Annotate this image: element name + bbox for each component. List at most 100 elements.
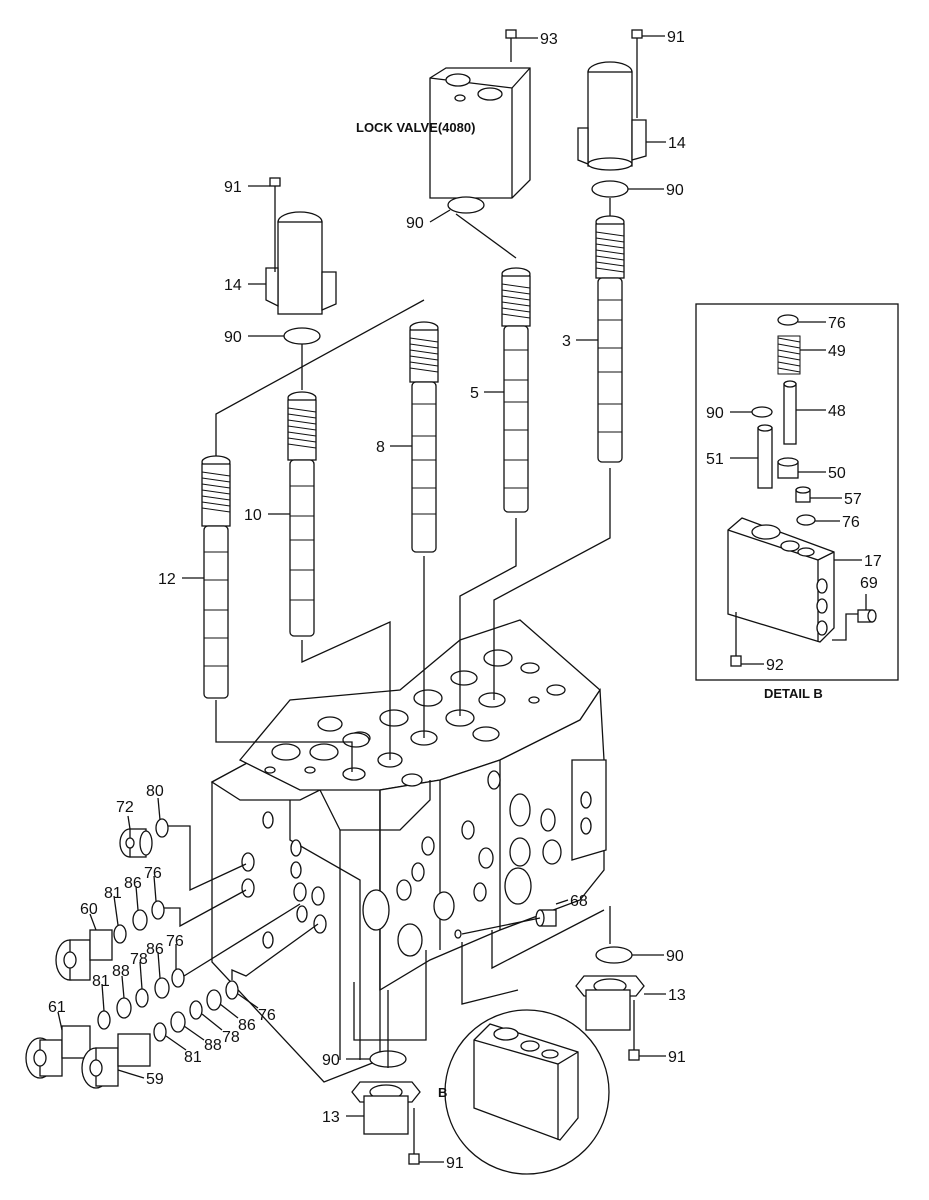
seat-50 bbox=[777, 457, 799, 479]
part-label-17: 17 bbox=[864, 553, 882, 570]
part-label-49: 49 bbox=[828, 343, 846, 360]
o-ring-88-a bbox=[116, 997, 132, 1019]
part-label-90: 90 bbox=[224, 329, 242, 346]
part-label-76: 76 bbox=[258, 1007, 276, 1024]
lock-valve-block bbox=[429, 67, 531, 199]
pilot-cap-14-upper bbox=[577, 61, 647, 171]
part-label-61: 61 bbox=[48, 999, 66, 1016]
spool-12 bbox=[201, 455, 231, 699]
part-label-90: 90 bbox=[706, 405, 724, 422]
o-ring-81-a bbox=[113, 924, 127, 944]
pin-51 bbox=[757, 424, 773, 489]
lock-valve-label: LOCK VALVE(4080) bbox=[356, 120, 475, 135]
part-label-57: 57 bbox=[844, 491, 862, 508]
o-ring-81-b bbox=[97, 1010, 111, 1030]
o-ring-81-c bbox=[153, 1022, 167, 1042]
part-label-93: 93 bbox=[540, 31, 558, 48]
part-label-59: 59 bbox=[146, 1071, 164, 1088]
part-label-69: 69 bbox=[860, 575, 878, 592]
bolt-91-right bbox=[628, 1000, 640, 1061]
part-label-8: 8 bbox=[376, 439, 385, 456]
part-label-90: 90 bbox=[406, 215, 424, 232]
spool-8 bbox=[409, 321, 439, 553]
bolt-92 bbox=[730, 612, 742, 667]
part-label-68: 68 bbox=[570, 893, 588, 910]
block-17 bbox=[727, 517, 835, 643]
o-ring-78-a bbox=[135, 988, 149, 1008]
o-ring-76-c bbox=[151, 900, 165, 920]
part-label-76: 76 bbox=[144, 865, 162, 882]
part-label-76: 76 bbox=[842, 514, 860, 531]
part-label-13: 13 bbox=[322, 1109, 340, 1126]
bolt-91-upper bbox=[631, 29, 643, 118]
part-label-13: 13 bbox=[668, 987, 686, 1004]
part-label-12: 12 bbox=[158, 571, 176, 588]
o-ring-78-b bbox=[189, 1000, 203, 1020]
part-label-78: 78 bbox=[222, 1029, 240, 1046]
detail-b-box bbox=[695, 303, 899, 681]
part-label-81: 81 bbox=[92, 973, 110, 990]
part-label-14: 14 bbox=[224, 277, 242, 294]
part-label-78: 78 bbox=[130, 951, 148, 968]
spool-5 bbox=[501, 267, 531, 513]
part-label-10: 10 bbox=[244, 507, 262, 524]
o-ring-90-a bbox=[447, 196, 485, 214]
o-ring-76-b bbox=[796, 514, 816, 526]
plug-60 bbox=[55, 929, 113, 981]
assembly-guide-lines bbox=[215, 198, 611, 1068]
part-label-90: 90 bbox=[322, 1052, 340, 1069]
part-label-50: 50 bbox=[828, 465, 846, 482]
bolt-91-left bbox=[269, 177, 281, 272]
bolt-93 bbox=[505, 29, 517, 62]
plug-59 bbox=[81, 1033, 151, 1089]
part-label-81: 81 bbox=[104, 885, 122, 902]
plug-69 bbox=[857, 609, 877, 623]
detail-b-marker: B bbox=[438, 1085, 447, 1100]
part-label-76: 76 bbox=[828, 315, 846, 332]
o-ring-88-b bbox=[170, 1011, 186, 1033]
part-label-48: 48 bbox=[828, 403, 846, 420]
cover-13-right bbox=[575, 975, 645, 1031]
o-ring-90-b bbox=[591, 180, 629, 198]
o-ring-90-d bbox=[751, 406, 773, 418]
o-ring-76-e bbox=[225, 980, 239, 1000]
part-label-81: 81 bbox=[184, 1049, 202, 1066]
part-label-90: 90 bbox=[666, 182, 684, 199]
o-ring-90-e bbox=[595, 946, 633, 964]
plug-61 bbox=[25, 1025, 91, 1079]
part-label-76: 76 bbox=[166, 933, 184, 950]
o-ring-86-a bbox=[132, 909, 148, 931]
part-label-14: 14 bbox=[668, 135, 686, 152]
part-label-72: 72 bbox=[116, 799, 134, 816]
part-label-88: 88 bbox=[112, 963, 130, 980]
part-label-90: 90 bbox=[666, 948, 684, 965]
spool-3 bbox=[595, 215, 625, 463]
part-labels: 93 91 14 90 90 91 14 90 3 5 8 10 12 76 4… bbox=[48, 29, 882, 1172]
main-valve-block bbox=[210, 619, 607, 1083]
part-label-60: 60 bbox=[80, 901, 98, 918]
part-label-88: 88 bbox=[204, 1037, 222, 1054]
detail-b-caption: DETAIL B bbox=[764, 686, 823, 701]
o-ring-80 bbox=[155, 818, 169, 838]
plug-57 bbox=[795, 486, 811, 503]
part-label-51: 51 bbox=[706, 451, 724, 468]
cover-13-lower bbox=[351, 1081, 421, 1135]
detail-b-magnifier bbox=[444, 1009, 610, 1175]
part-label-91: 91 bbox=[446, 1155, 464, 1172]
pilot-cap-14-lower bbox=[265, 211, 337, 315]
part-label-3: 3 bbox=[562, 333, 571, 350]
part-label-86: 86 bbox=[238, 1017, 256, 1034]
o-ring-86-b bbox=[154, 977, 170, 999]
o-ring-86-c bbox=[206, 989, 222, 1011]
plunger-48 bbox=[783, 380, 797, 445]
part-label-86: 86 bbox=[124, 875, 142, 892]
part-label-91: 91 bbox=[667, 29, 685, 46]
part-label-86: 86 bbox=[146, 941, 164, 958]
part-label-5: 5 bbox=[470, 385, 479, 402]
o-ring-76-d bbox=[171, 968, 185, 988]
spool-10 bbox=[287, 391, 317, 637]
part-label-91: 91 bbox=[668, 1049, 686, 1066]
o-ring-90-c bbox=[283, 327, 321, 345]
part-label-92: 92 bbox=[766, 657, 784, 674]
